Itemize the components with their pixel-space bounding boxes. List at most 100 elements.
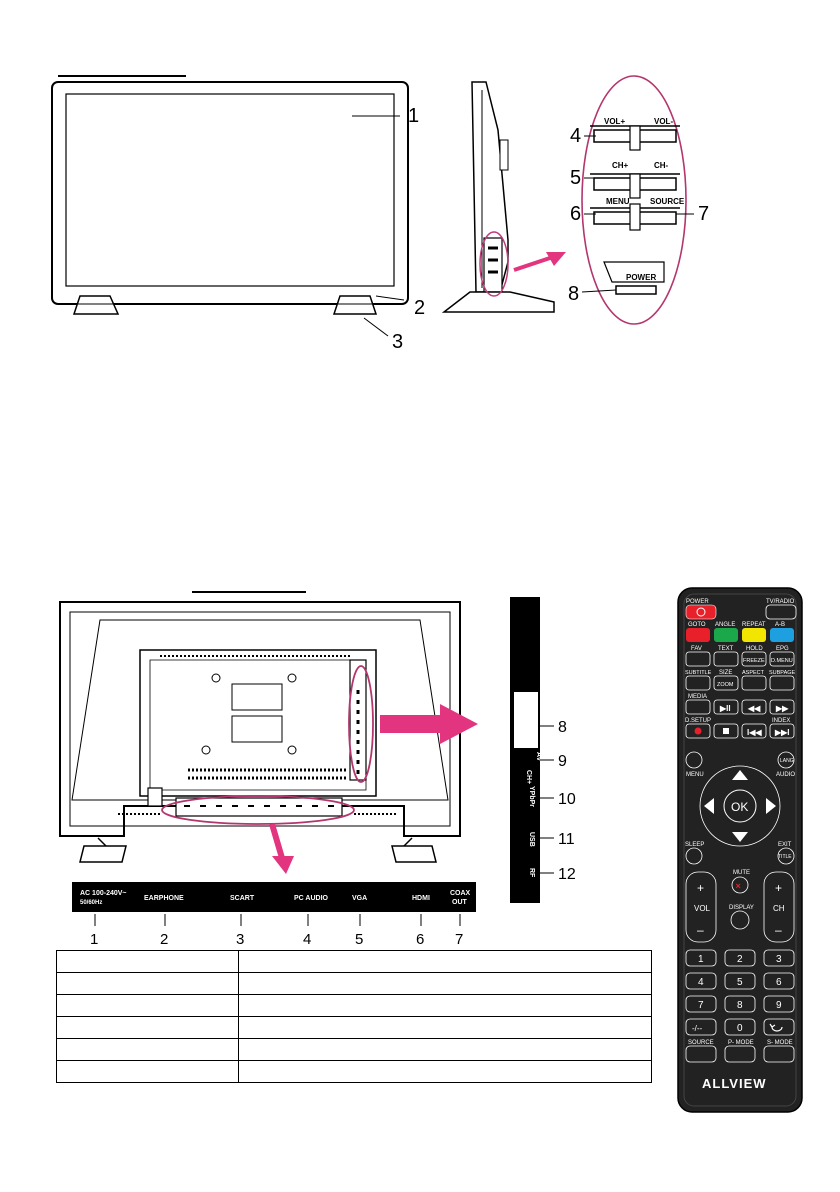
index-label: INDEX — [772, 718, 790, 724]
lang-label: LANG — [780, 758, 794, 764]
ok-label: OK — [731, 800, 748, 814]
display-button[interactable] — [730, 910, 750, 930]
callout-front-6: 6 — [570, 203, 581, 225]
recall-icon — [769, 1023, 783, 1032]
text-button[interactable] — [713, 651, 739, 667]
port-num-4: 4 — [303, 931, 311, 948]
vol-plus-label: + — [697, 881, 704, 895]
source-button[interactable] — [685, 1045, 717, 1063]
digit-4-label: 4 — [698, 977, 704, 988]
digit-0-button[interactable] — [724, 1018, 756, 1036]
side-label-chplus: CH+ — [525, 770, 532, 784]
remote-control: ▶II ◀◀ ▶▶ I◀◀ ▶▶I × — [677, 587, 803, 1113]
next-button[interactable] — [769, 723, 795, 739]
tv-radio-button[interactable] — [765, 604, 797, 620]
freeze-button[interactable] — [741, 651, 767, 667]
subtitle-button[interactable] — [685, 675, 711, 691]
left-arrow-icon[interactable] — [704, 798, 714, 814]
port-vga-label: VGA — [352, 895, 367, 902]
port-num-7: 7 — [455, 931, 463, 948]
connector-table — [56, 950, 652, 1083]
tv-radio-label: TV/RADIO — [766, 599, 795, 605]
side-source-label: SOURCE — [650, 197, 685, 206]
subpage-button[interactable] — [769, 675, 795, 691]
callout-front-7: 7 — [698, 203, 709, 225]
recall-button[interactable] — [763, 1018, 795, 1036]
previous-button[interactable] — [741, 723, 767, 739]
port-coax-label: COAX — [450, 890, 471, 897]
media-button[interactable] — [685, 699, 711, 715]
side-label-av: AV — [535, 752, 542, 762]
side-power-label: POWER — [626, 273, 656, 282]
rewind-button[interactable] — [741, 699, 767, 715]
port-num-1: 1 — [90, 931, 98, 948]
dash-label: -/-- — [692, 1024, 703, 1033]
exit-button[interactable] — [777, 847, 795, 865]
power-label: POWER — [686, 599, 709, 605]
vol-label: VOL — [694, 904, 711, 913]
smode-label: S- MODE — [767, 1040, 793, 1046]
power-button[interactable] — [685, 604, 717, 620]
dmenu-button[interactable] — [769, 651, 795, 667]
zoom-label: ZOOM — [717, 682, 734, 688]
mute-button[interactable] — [731, 876, 749, 894]
play-pause-button[interactable] — [713, 699, 739, 715]
fav-button[interactable] — [685, 651, 711, 667]
dash-button[interactable] — [685, 1018, 717, 1036]
menu-label: MENU — [686, 772, 704, 778]
side-label-ypbpr: YPbPr — [528, 786, 535, 807]
side-button-zoom — [581, 75, 687, 325]
repeat-label: REPEAT — [742, 622, 766, 628]
angle-label: ANGLE — [715, 622, 735, 628]
ch-plus-label: + — [775, 881, 782, 895]
callout-front-4: 4 — [570, 125, 581, 147]
port-coax-sub: OUT — [452, 899, 468, 906]
side-ch-plus-label: CH+ — [612, 161, 629, 170]
right-arrow-icon[interactable] — [766, 798, 776, 814]
fast-forward-button[interactable] — [769, 699, 795, 715]
green-angle-button[interactable] — [714, 628, 738, 642]
menu-button[interactable] — [685, 751, 703, 769]
ch-label: CH — [773, 904, 785, 913]
sleep-button[interactable] — [685, 847, 703, 865]
smode-button[interactable] — [763, 1045, 795, 1063]
subpage-label: SUBPAGE — [769, 670, 796, 676]
aspect-label: ASPECT — [742, 670, 765, 676]
table-row — [56, 1016, 652, 1039]
media-label: MEDIA — [688, 694, 707, 700]
port-num-5: 5 — [355, 931, 363, 948]
tv-side-illustration — [441, 81, 566, 313]
blue-ab-button[interactable] — [770, 628, 794, 642]
fav-label: FAV — [691, 646, 702, 652]
port-num-6: 6 — [416, 931, 424, 948]
side-ch-minus-label: CH- — [654, 161, 669, 170]
pmode-button[interactable] — [724, 1045, 756, 1063]
lang-button[interactable] — [777, 751, 795, 769]
side-label-usb: USB — [528, 832, 535, 847]
red-goto-button[interactable] — [686, 628, 710, 642]
bottom-connector-panel — [72, 882, 476, 912]
ab-label: A-B — [775, 622, 785, 628]
side-label-rf: RF — [528, 868, 535, 878]
ok-button[interactable] — [723, 789, 757, 823]
digit-1-label: 1 — [698, 954, 704, 965]
down-arrow-icon[interactable] — [732, 832, 748, 842]
volume-rocker[interactable] — [685, 871, 717, 943]
table-row — [56, 972, 652, 995]
digit-9-label: 9 — [776, 1000, 782, 1011]
up-arrow-icon[interactable] — [732, 770, 748, 780]
svg-text:▶▶I: ▶▶I — [774, 728, 790, 737]
table-row — [56, 1038, 652, 1061]
channel-rocker[interactable] — [763, 871, 795, 943]
tv-rear-illustration — [59, 601, 461, 863]
yellow-repeat-button[interactable] — [742, 628, 766, 642]
aspect-button[interactable] — [741, 675, 767, 691]
zoom-button[interactable] — [713, 675, 739, 691]
port-ac-sub: 50/60Hz — [80, 900, 102, 906]
allview-logo: ALLVIEW — [702, 1076, 767, 1091]
table-row — [56, 1060, 652, 1083]
port-earphone-label: EARPHONE — [144, 895, 184, 902]
goto-label: GOTO — [688, 622, 706, 628]
size-label: SIZE — [719, 670, 732, 676]
audio-label: AUDIO — [776, 772, 795, 778]
